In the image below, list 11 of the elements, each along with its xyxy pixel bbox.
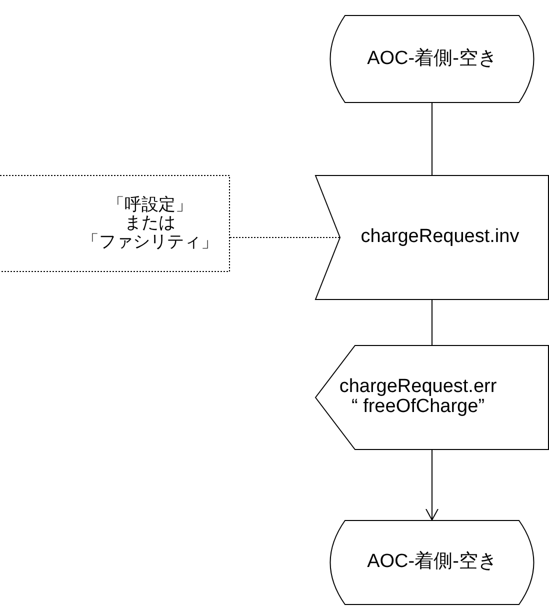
comment-text: 「呼設定」 — [106, 196, 194, 214]
comment-text: 「ファシリティ」 — [81, 232, 219, 252]
comment-bracket — [0, 175, 230, 272]
output-signal-shape — [315, 345, 549, 450]
arrow — [426, 450, 438, 520]
node-label: chargeRequest.inv — [360, 227, 520, 248]
node-label: AOC-着側-空き — [366, 552, 498, 573]
input-signal-shape — [315, 175, 549, 300]
comment-text: または — [124, 214, 176, 233]
node-label: AOC-着側-空き — [366, 48, 498, 70]
node-label: chargeRequest.err “ freeOfCharge” — [338, 376, 498, 418]
